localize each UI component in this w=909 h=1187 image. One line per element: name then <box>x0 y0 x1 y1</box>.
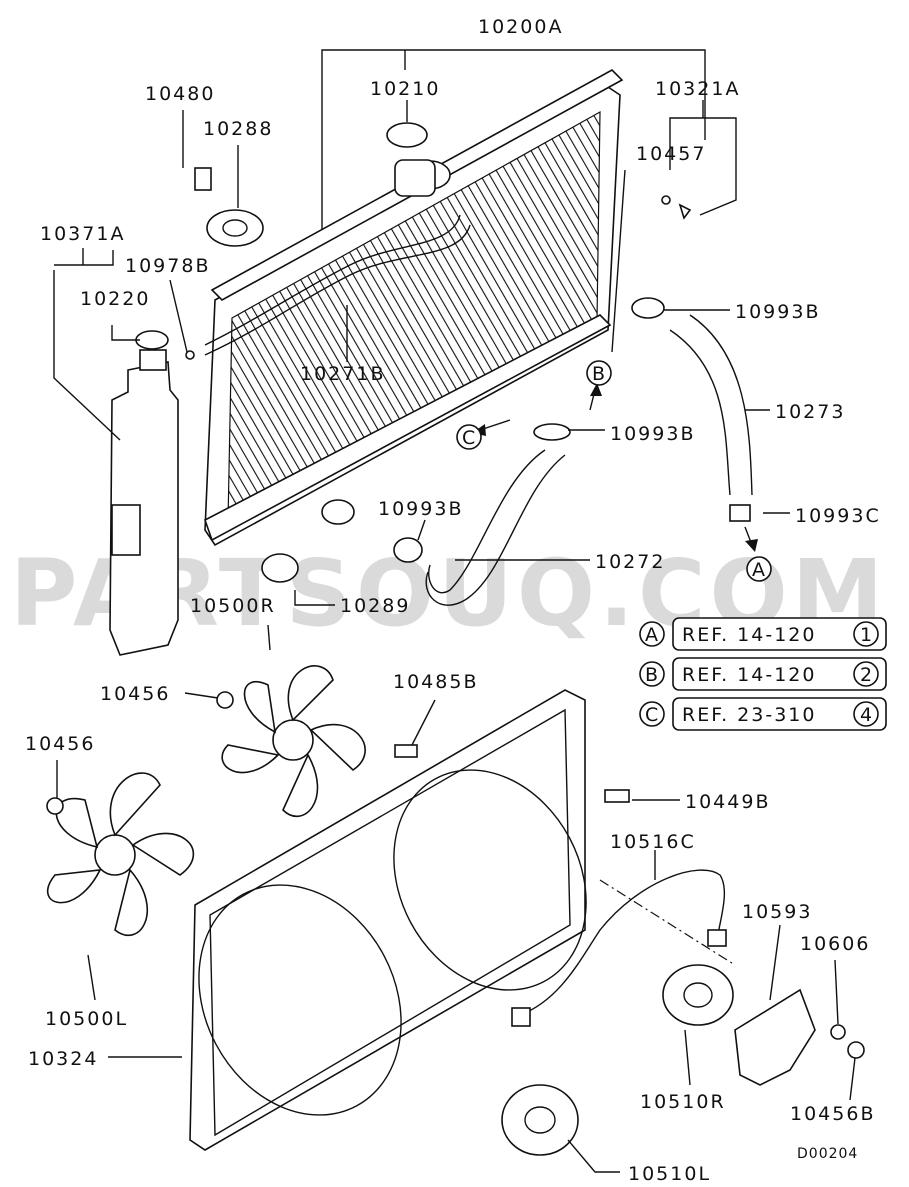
ref-letter-a: A <box>645 624 658 646</box>
clamp-10993B-a <box>631 297 665 319</box>
nut-10456-a <box>216 691 234 709</box>
harness-connector <box>511 1007 531 1027</box>
reference-table: A REF. 14-120 1 B REF. 14-120 2 C REF. 2… <box>639 617 887 731</box>
fan-shroud <box>189 689 587 1151</box>
clamp-10993B-b <box>533 423 571 441</box>
drain-plug-10289 <box>261 553 299 583</box>
clamp-10993B-c <box>393 537 423 563</box>
label-10220: 10220 <box>80 288 150 310</box>
cover-10593 <box>734 988 816 1086</box>
label-10288: 10288 <box>203 118 273 140</box>
hose-10273 <box>669 329 731 496</box>
connector-b: B <box>592 363 605 385</box>
washer-10606 <box>830 1024 846 1040</box>
connector-markers: C B A <box>456 360 772 582</box>
label-10500R: 10500R <box>190 595 276 617</box>
bolt-10480 <box>194 167 212 191</box>
upper-overflow-hose <box>204 224 471 356</box>
label-10272: 10272 <box>595 551 665 573</box>
nut-10456-b <box>46 797 64 815</box>
fan-10500R <box>221 665 366 817</box>
label-10200A: 10200A <box>478 16 563 38</box>
leader-lines <box>53 49 856 1173</box>
motor-10510R <box>662 964 734 1026</box>
label-10273: 10273 <box>775 401 845 423</box>
label-10516C: 10516C <box>610 831 696 853</box>
bolt-10485B <box>394 744 418 758</box>
radiator-assembly <box>204 69 624 547</box>
label-10271B: 10271B <box>300 363 385 385</box>
hose-10273-edge <box>689 314 753 496</box>
ref-text-b: REF. 14-120 <box>682 664 816 686</box>
connector-a: A <box>752 559 765 581</box>
label-10606: 10606 <box>800 933 870 955</box>
reservoir-cap <box>135 330 169 350</box>
reservoir-tank <box>109 330 179 656</box>
ref-letter-b: B <box>645 664 658 686</box>
label-10510R: 10510R <box>640 1091 726 1113</box>
label-10993B-b: 10993B <box>610 423 695 445</box>
fan-10500L <box>47 772 194 937</box>
label-10449B: 10449B <box>685 791 770 813</box>
ref-num-a: 1 <box>860 624 872 646</box>
ref-letter-c: C <box>645 704 658 726</box>
harness-connector-2 <box>707 929 727 947</box>
label-10510L: 10510L <box>628 1163 711 1185</box>
reference-row-a[interactable]: A REF. 14-120 1 <box>639 617 887 651</box>
screw-10321A <box>678 203 692 220</box>
lower-hose-10272 <box>428 449 546 594</box>
diagram-code: D00204 <box>797 1146 858 1162</box>
label-10500L: 10500L <box>45 1008 128 1030</box>
clip-10978B <box>185 350 195 360</box>
label-10993B-a: 10993B <box>735 301 820 323</box>
radiator-cap <box>386 122 428 148</box>
nut-10456B <box>847 1041 865 1059</box>
label-10978B: 10978B <box>125 255 210 277</box>
motor-10510L <box>501 1084 579 1156</box>
label-10456B: 10456B <box>790 1103 875 1125</box>
label-10456-a: 10456 <box>100 683 170 705</box>
reference-row-b[interactable]: B REF. 14-120 2 <box>639 657 887 691</box>
label-10371A: 10371A <box>40 223 125 245</box>
bracket-10288 <box>206 209 264 247</box>
wiring-harness-10516C <box>519 869 726 1016</box>
label-10456-b: 10456 <box>25 733 95 755</box>
bolt-10449B <box>604 789 630 803</box>
upper-overflow-hose-edge <box>204 214 461 346</box>
label-10593: 10593 <box>742 901 812 923</box>
connector-c: C <box>462 427 475 449</box>
ref-num-b: 2 <box>860 664 872 686</box>
ref-num-c: 4 <box>860 704 872 726</box>
label-10210: 10210 <box>370 78 440 100</box>
clamp-10993C <box>729 504 751 522</box>
label-10324: 10324 <box>28 1048 98 1070</box>
label-10993B-c: 10993B <box>378 498 463 520</box>
label-10480: 10480 <box>145 83 215 105</box>
label-10321A: 10321A <box>655 78 740 100</box>
ref-text-a: REF. 14-120 <box>682 624 816 646</box>
reference-row-c[interactable]: C REF. 23-310 4 <box>639 697 887 731</box>
label-10993C: 10993C <box>795 505 881 527</box>
label-10289: 10289 <box>340 595 410 617</box>
part-labels: 10200A 10210 10321A 10480 10288 10457 10… <box>25 16 881 1185</box>
label-10457: 10457 <box>636 143 706 165</box>
lower-hose-10272-edge <box>425 454 566 606</box>
label-10485B: 10485B <box>393 671 478 693</box>
ref-text-c: REF. 23-310 <box>682 704 816 726</box>
clip-10457 <box>661 195 671 205</box>
